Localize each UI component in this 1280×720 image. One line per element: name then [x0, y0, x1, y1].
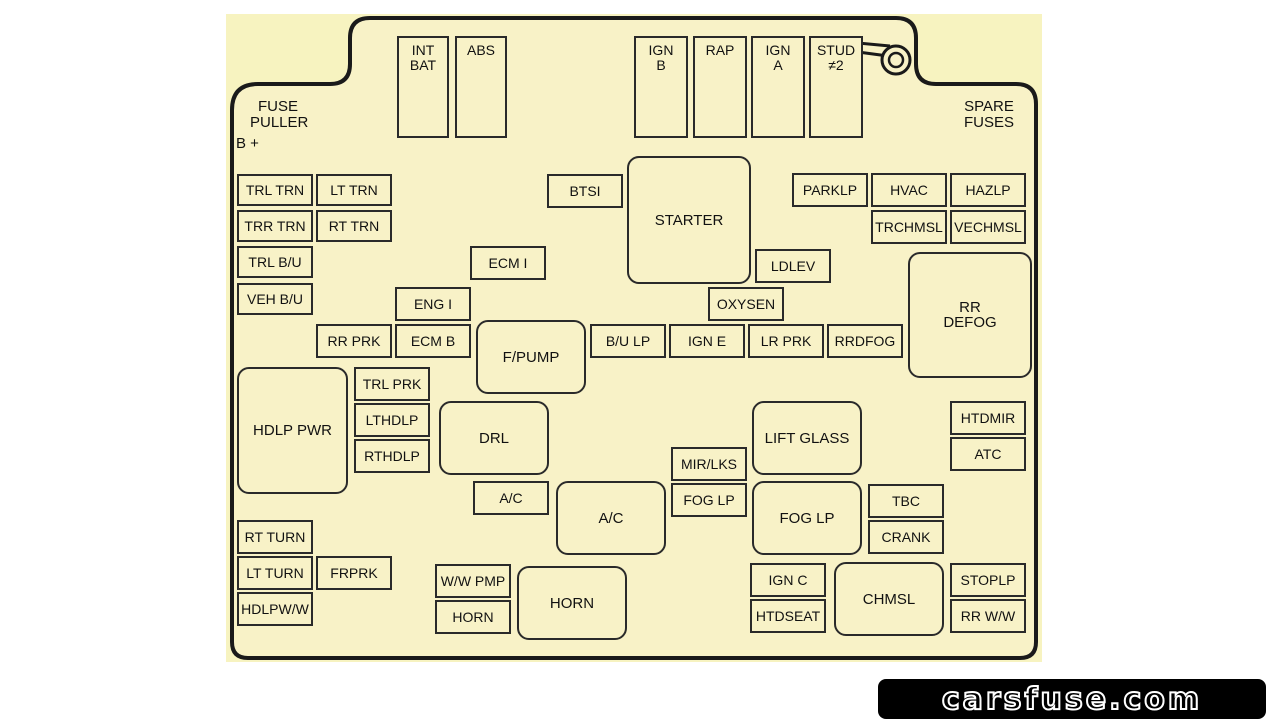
- fuse-ldlev: LDLEV: [755, 249, 831, 283]
- fuse-trr-trn: TRR TRN: [237, 210, 313, 242]
- fuse-abs: ABS: [455, 36, 507, 138]
- fuse-puller-icon: [824, 38, 912, 76]
- fuse-oxysen: OXYSEN: [708, 287, 784, 321]
- fuse-fog-lp: FOG LP: [671, 483, 747, 517]
- fuse-vechmsl: VECHMSL: [950, 210, 1026, 244]
- fuse-btsi: BTSI: [547, 174, 623, 208]
- fuse-ac: A/C: [473, 481, 549, 515]
- fuse-hvac: HVAC: [871, 173, 947, 207]
- fuse-trl-trn: TRL TRN: [237, 174, 313, 206]
- fuse-rrdfog: RRDFOG: [827, 324, 903, 358]
- fuse-ww-pmp: W/W PMP: [435, 564, 511, 598]
- fuse-lt-trn: LT TRN: [316, 174, 392, 206]
- fuse-htdmir: HTDMIR: [950, 401, 1026, 435]
- relay-ac: A/C: [556, 481, 666, 555]
- relay-chmsl: CHMSL: [834, 562, 944, 636]
- fuse-rr-ww: RR W/W: [950, 599, 1026, 633]
- relay-horn: HORN: [517, 566, 627, 640]
- spare-fuses-label: SPARE FUSES: [963, 98, 1014, 131]
- fuse-ign-e: IGN E: [669, 324, 745, 358]
- fuse-rr-prk: RR PRK: [316, 324, 392, 358]
- fuse-lt-turn: LT TURN: [237, 556, 313, 590]
- fuse-frprk: FRPRK: [316, 556, 392, 590]
- fuse-stud-2: STUD ≠2: [809, 36, 863, 138]
- fuse-parklp: PARKLP: [792, 173, 868, 207]
- fuse-hdlpw-w: HDLPW/W: [237, 592, 313, 626]
- relay-rr-defog: RR DEFOG: [908, 252, 1032, 378]
- fuse-rt-trn: RT TRN: [316, 210, 392, 242]
- watermark-text: carsfuse.com: [941, 681, 1203, 718]
- fuse-hazlp: HAZLP: [950, 173, 1026, 207]
- fuse-rthdlp: RTHDLP: [354, 439, 430, 473]
- fuse-trchmsl: TRCHMSL: [871, 210, 947, 244]
- fuse-mir-lks: MIR/LKS: [671, 447, 747, 481]
- fuse-eng-i: ENG I: [395, 287, 471, 321]
- fuse-bu-lp: B/U LP: [590, 324, 666, 358]
- fuse-ecm-i: ECM I: [470, 246, 546, 280]
- relay-starter: STARTER: [627, 156, 751, 284]
- relay-lift-glass: LIFT GLASS: [752, 401, 862, 475]
- fuse-puller-label: FUSE PULLER: [250, 98, 309, 131]
- relay-drl: DRL: [439, 401, 549, 475]
- fuse-rap: RAP: [693, 36, 747, 138]
- fuse-htdseat: HTDSEAT: [750, 599, 826, 633]
- fuse-lthdlp: LTHDLP: [354, 403, 430, 437]
- relay-f-pump: F/PUMP: [476, 320, 586, 394]
- fuse-crank: CRANK: [868, 520, 944, 554]
- relay-fog-lp: FOG LP: [752, 481, 862, 555]
- fuse-trl-bu: TRL B/U: [237, 246, 313, 278]
- fuse-atc: ATC: [950, 437, 1026, 471]
- relay-hdlp-pwr: HDLP PWR: [237, 367, 348, 494]
- fuse-trl-prk: TRL PRK: [354, 367, 430, 401]
- fuse-stoplp: STOPLP: [950, 563, 1026, 597]
- fuse-ign-c: IGN C: [750, 563, 826, 597]
- fuse-tbc: TBC: [868, 484, 944, 518]
- fuse-ecm-b: ECM B: [395, 324, 471, 358]
- b-plus-label: B +: [236, 135, 259, 152]
- fuse-veh-bu: VEH B/U: [237, 283, 313, 315]
- carsfuse-watermark: carsfuse.com: [878, 679, 1266, 719]
- fuse-rt-turn: RT TURN: [237, 520, 313, 554]
- fuse-lr-prk: LR PRK: [748, 324, 824, 358]
- fuse-horn: HORN: [435, 600, 511, 634]
- fuse-ign-a: IGN A: [751, 36, 805, 138]
- fuse-int-bat: INT BAT: [397, 36, 449, 138]
- fuse-ign-b: IGN B: [634, 36, 688, 138]
